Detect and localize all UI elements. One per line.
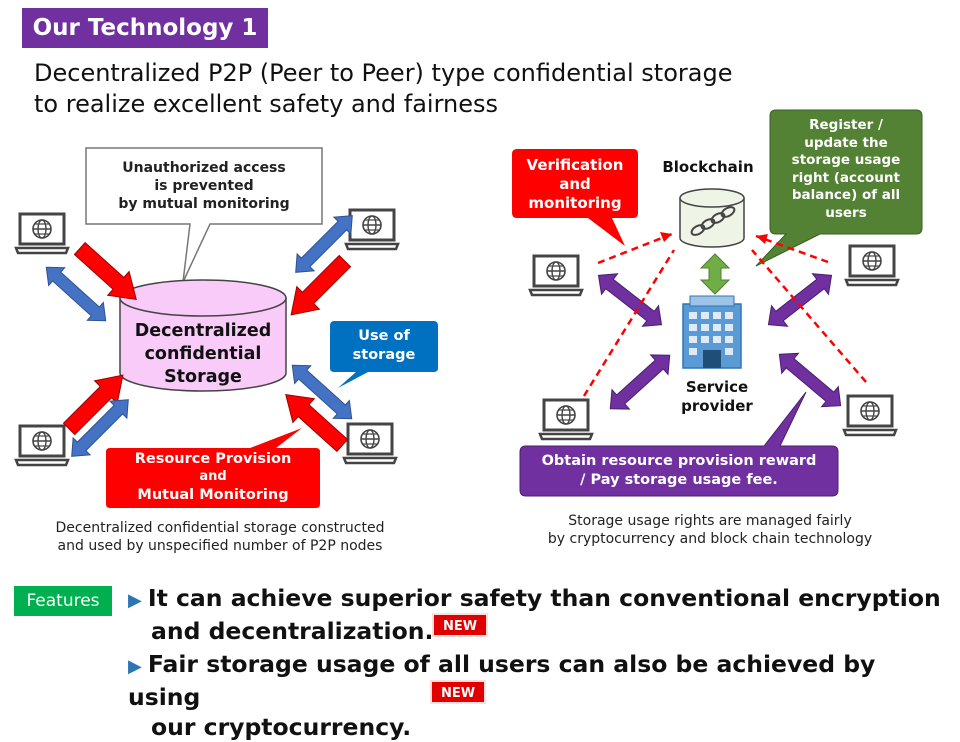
right-caption: Storage usage rights are managed fairly … xyxy=(500,512,920,548)
storage-label-line: Storage xyxy=(164,367,242,387)
diagram-graphics xyxy=(14,109,923,508)
use-of-storage-line: storage xyxy=(352,347,416,363)
storage-label-line: confidential xyxy=(144,344,262,364)
triangle-bullet-icon: ▶ xyxy=(128,656,142,677)
laptop-icon xyxy=(842,394,898,437)
resource-provision-label: Resource Provision and Mutual Monitoring xyxy=(106,450,320,504)
caption-line: by cryptocurrency and block chain techno… xyxy=(547,531,873,547)
red-arrow xyxy=(274,382,354,458)
storage-cylinder xyxy=(119,279,287,392)
verification-shape xyxy=(512,149,638,246)
use-of-storage-label: Use of storage xyxy=(330,327,438,365)
register-line: storage usage xyxy=(791,152,901,168)
left-caption: Decentralized confidential storage const… xyxy=(20,519,420,555)
verification-label: Verification and monitoring xyxy=(512,156,638,213)
verification-line: and xyxy=(559,175,591,193)
verification-line: monitoring xyxy=(528,194,622,212)
register-line: balance) of all xyxy=(791,187,901,203)
resource-provision-shape xyxy=(106,428,320,508)
register-callout-shape xyxy=(755,109,923,267)
feature-line: our cryptocurrency. xyxy=(151,713,412,741)
reward-callout-shape xyxy=(519,391,839,497)
resource-provision-line: Resource Provision xyxy=(134,451,292,467)
laptop-icon xyxy=(14,424,70,467)
laptop-icon xyxy=(538,398,594,441)
title-badge: Our Technology 1 xyxy=(22,8,268,48)
triangle-bullet-icon: ▶ xyxy=(128,590,142,611)
purple-double-arrow xyxy=(770,343,850,417)
callout-top-shape xyxy=(85,147,323,283)
register-label: Register / update the storage usage righ… xyxy=(770,117,922,222)
caption-line: and used by unspecified number of P2P no… xyxy=(57,538,383,554)
use-of-storage-line: Use of xyxy=(358,328,410,344)
caption-line: Storage usage rights are managed fairly xyxy=(568,513,852,529)
subtitle-line-1: Decentralized P2P (Peer to Peer) type co… xyxy=(34,59,733,87)
laptop-icon xyxy=(844,244,900,287)
callout-line: by mutual monitoring xyxy=(118,196,290,212)
feature-item-1: ▶It can achieve superior safety than con… xyxy=(128,583,948,646)
feature-line: Fair storage usage of all users can also… xyxy=(128,650,876,711)
resource-provision-line: Mutual Monitoring xyxy=(137,487,289,503)
register-line: right (account xyxy=(792,169,900,186)
resource-provision-line: and xyxy=(199,469,227,484)
service-provider-line: provider xyxy=(681,397,753,415)
features-badge: Features xyxy=(14,586,112,616)
chain-icon xyxy=(690,206,736,236)
service-provider-label: Service provider xyxy=(662,378,772,416)
laptop-icon xyxy=(14,212,70,255)
caption-line: Decentralized confidential storage const… xyxy=(55,520,385,536)
callout-line: Unauthorized access xyxy=(122,160,286,176)
green-double-arrow xyxy=(699,253,731,295)
dash-arrowhead xyxy=(660,232,672,242)
feature-item-2: ▶Fair storage usage of all users can als… xyxy=(128,649,948,742)
new-badge: NEW xyxy=(432,613,488,637)
purple-double-arrow xyxy=(759,264,841,336)
subtitle: Decentralized P2P (Peer to Peer) type co… xyxy=(34,58,914,120)
subtitle-line-2: to realize excellent safety and fairness xyxy=(34,90,499,118)
laptop-icon xyxy=(342,422,398,465)
dash-arrowhead xyxy=(756,234,768,244)
service-provider-line: Service xyxy=(685,378,749,396)
callout-line: is prevented xyxy=(154,178,254,194)
reward-label: Obtain resource provision reward / Pay s… xyxy=(520,452,838,490)
storage-label-line: Decentralized xyxy=(134,321,272,341)
laptop-icon xyxy=(344,208,400,251)
register-line: Register / xyxy=(809,117,883,133)
laptop-icon xyxy=(528,254,584,297)
red-arrow xyxy=(279,249,357,327)
storage-label: Decentralized confidential Storage xyxy=(122,320,284,389)
new-badge: NEW xyxy=(430,680,486,704)
dashed-monitoring-lines xyxy=(582,232,867,397)
blockchain-cylinder xyxy=(679,188,745,248)
blockchain-label: Blockchain xyxy=(662,158,754,176)
verification-line: Verification xyxy=(526,156,624,174)
register-line: users xyxy=(825,204,867,221)
reward-line: / Pay storage usage fee. xyxy=(580,472,778,488)
register-line: update the xyxy=(804,134,888,151)
use-of-storage-shape xyxy=(330,321,438,388)
callout-unauthorized-access: Unauthorized access is prevented by mutu… xyxy=(88,159,320,213)
feature-line: It can achieve superior safety than conv… xyxy=(147,584,941,612)
reward-line: Obtain resource provision reward xyxy=(541,453,817,469)
purple-double-arrow xyxy=(589,264,671,336)
building-icon xyxy=(682,295,742,369)
feature-line: and decentralization. xyxy=(151,617,434,645)
